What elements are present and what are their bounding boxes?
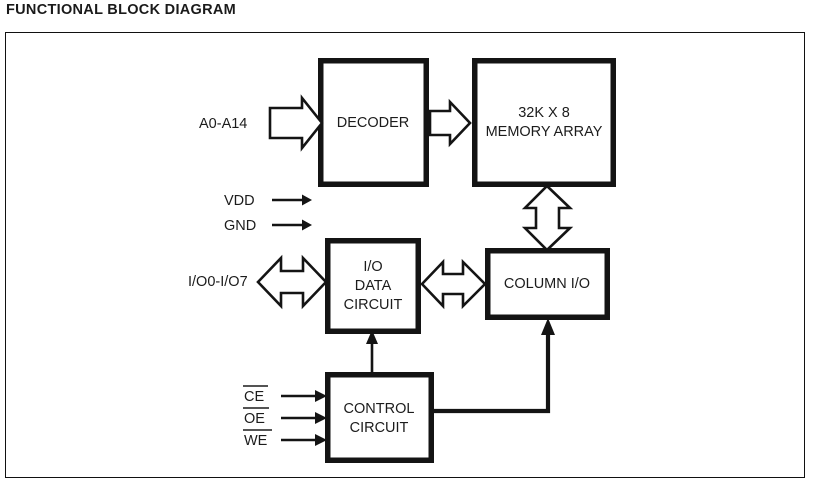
page-title: FUNCTIONAL BLOCK DIAGRAM bbox=[6, 2, 237, 18]
diagram-frame bbox=[5, 32, 805, 478]
